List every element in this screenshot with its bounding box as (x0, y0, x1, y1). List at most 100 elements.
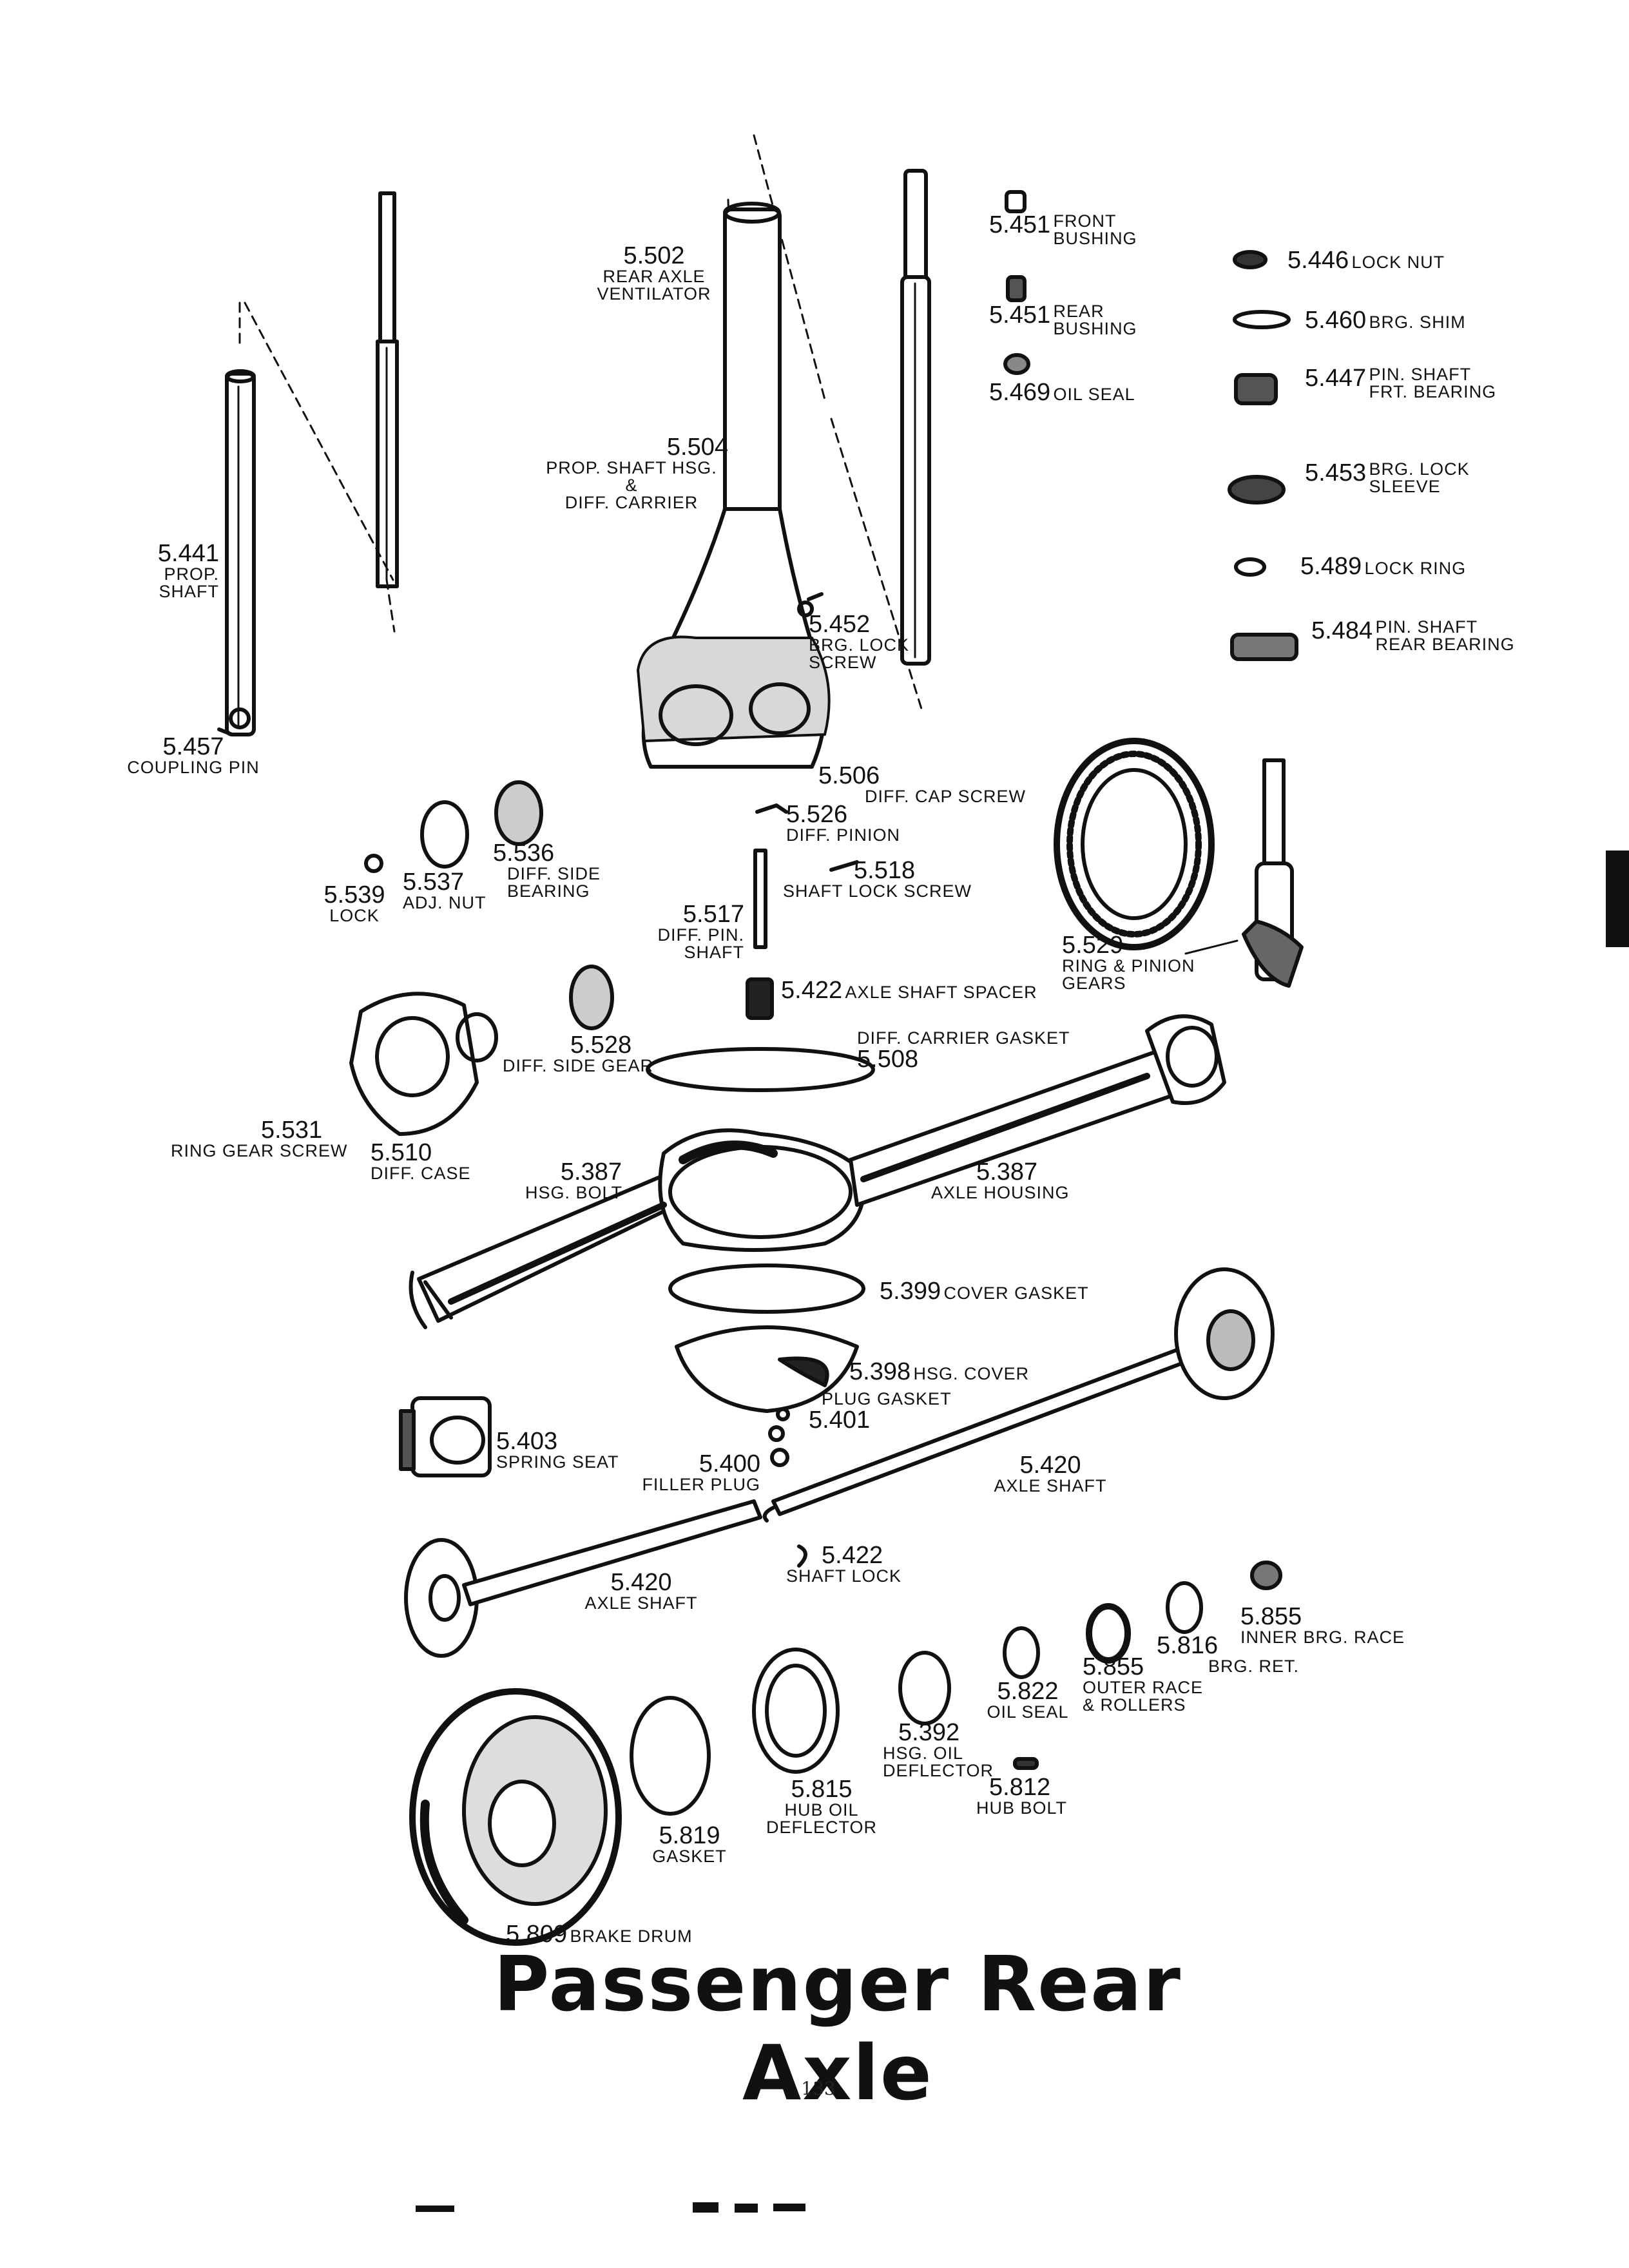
part-number: 5.537 (403, 869, 465, 896)
part-number: 5.526 (786, 801, 848, 828)
part-number: 5.469 (989, 379, 1051, 406)
part-label-diff-side-gear: 5.528 DIFF. SIDE GEAR (503, 1033, 683, 1075)
part-description: DIFF. CASE (371, 1164, 471, 1183)
part-description: HSG. OIL DEFLECTOR (883, 1744, 994, 1780)
part-label-outer-race-rollers: 5.855 OUTER RACE & ROLLERS (1083, 1655, 1224, 1714)
part-description: GASKET (652, 1847, 727, 1866)
part-label-brg-shim: 5.460 BRG. SHIM (1305, 308, 1518, 332)
long-shaft-drawing (900, 169, 931, 666)
part-label-axle-shaft-left: 5.420 AXLE SHAFT (577, 1570, 706, 1612)
part-description: INNER BRG. RACE (1240, 1628, 1405, 1647)
part-label-shaft-lock: 5.422 SHAFT LOCK (786, 1543, 928, 1585)
part-label-hsg-oil-deflector: 5.392 HSG. OIL DEFLECTOR (876, 1720, 1005, 1780)
scan-bottom-mark (735, 2204, 758, 2213)
part-number: 5.401 (809, 1407, 871, 1434)
part-description: PROP. SHAFT (159, 564, 219, 601)
ring-and-pinion-drawing (1054, 738, 1304, 988)
part-number: 5.855 (1083, 1653, 1144, 1680)
part-number: 5.387 (560, 1158, 622, 1186)
part-label-hsg-cover: 5.398 HSG. COVER (849, 1360, 1081, 1384)
left-axle-shaft-drawing (404, 1499, 807, 1658)
part-label-prop-shaft-housing: 5.504 PROP. SHAFT HSG. & DIFF. CARRIER (535, 435, 728, 512)
part-number: 5.510 (371, 1139, 432, 1166)
part-label-spring-seat: 5.403 SPRING SEAT (496, 1429, 651, 1471)
cover-drawing (668, 1264, 865, 1467)
part-description: OIL SEAL (987, 1702, 1069, 1722)
part-label-oil-seal-hub: 5.822 OIL SEAL (973, 1679, 1083, 1721)
part-description: OIL SEAL (1053, 385, 1135, 404)
part-number: 5.529 (1062, 932, 1124, 959)
page-title: Passenger Rear Axle (494, 1939, 1182, 2117)
part-description: DIFF. SIDE GEAR (503, 1056, 654, 1075)
part-label-brg-ret: 5.816 BRG. RET. (1157, 1632, 1300, 1676)
part-label-diff-cap-screw: 5.506 DIFF. CAP SCREW (818, 764, 1050, 805)
part-number: 5.508 (857, 1046, 919, 1073)
part-number: 5.451 (989, 211, 1051, 239)
part-number: 5.457 (162, 733, 224, 760)
part-label-brake-drum: 5.809 BRAKE DRUM (506, 1922, 738, 1946)
part-number: 5.506 (818, 762, 880, 789)
part-label-plug-gasket: PLUG GASKET 5.401 (809, 1389, 976, 1434)
part-description: HSG. BOLT (525, 1183, 623, 1202)
part-description: FRONT BUSHING (1053, 211, 1137, 248)
part-number: 5.489 (1300, 553, 1362, 580)
part-description: BRAKE DRUM (570, 1927, 693, 1946)
part-number: 5.447 (1305, 365, 1367, 392)
part-description: BRG. RET. (1208, 1657, 1300, 1676)
part-description: LOCK RING (1364, 559, 1467, 578)
hub-parts-drawing (630, 1561, 1282, 1816)
part-label-brg-lock-sleeve: 5.453 BRG. LOCK SLEEVE (1305, 461, 1518, 495)
part-number: 5.387 (976, 1158, 1038, 1186)
part-label-pin-shaft-frt-bearing: 5.447 PIN. SHAFT FRT. BEARING (1305, 366, 1550, 401)
part-number: 5.422 (822, 1542, 883, 1569)
part-description: DIFF. PIN. SHAFT (657, 925, 744, 962)
part-label-rear-axle-ventilator: 5.502 REAR AXLE VENTILATOR (580, 244, 728, 303)
part-number: 5.441 (157, 540, 219, 567)
part-label-inner-brg-race: 5.855 INNER BRG. RACE (1240, 1604, 1434, 1646)
spring-seat-drawing (399, 1396, 492, 1477)
part-label-diff-carrier-gasket: DIFF. CARRIER GASKET 5.508 (857, 1030, 1102, 1072)
part-label-diff-pin-shaft: 5.517 DIFF. PIN. SHAFT (644, 902, 744, 961)
part-description: COVER GASKET (943, 1283, 1089, 1303)
part-number: 5.484 (1311, 617, 1373, 645)
part-description: DIFF. PINION (786, 825, 901, 845)
part-number: 5.539 (323, 881, 385, 908)
part-description: SHAFT LOCK (786, 1566, 902, 1586)
part-number: 5.815 (791, 1776, 853, 1803)
part-label-ring-and-pinion-gears: 5.529 RING & PINION GEARS (1062, 933, 1242, 992)
prop-shaft-drawing (217, 191, 399, 736)
brake-drum-drawing (409, 1688, 622, 1946)
part-number: 5.504 (666, 434, 728, 461)
part-description: REAR AXLE VENTILATOR (597, 267, 711, 303)
part-label-pin-shaft-rear-bearing: 5.484 PIN. SHAFT REAR BEARING (1311, 619, 1595, 653)
part-number: 5.855 (1240, 1603, 1302, 1630)
part-description: RING & PINION GEARS (1062, 956, 1195, 993)
part-label-filler-plug: 5.400 FILLER PLUG (638, 1452, 760, 1494)
part-number: 5.531 (261, 1117, 323, 1144)
part-number: 5.446 (1287, 247, 1349, 274)
part-label-prop-shaft: 5.441 PROP. SHAFT (129, 541, 219, 601)
part-label-shaft-lock-screw: 5.518 SHAFT LOCK SCREW (783, 858, 1015, 900)
part-description: FILLER PLUG (642, 1475, 760, 1494)
page-number: 133 (801, 2078, 836, 2099)
part-number: 5.819 (659, 1822, 720, 1849)
part-description: OUTER RACE & ROLLERS (1083, 1678, 1204, 1715)
part-number: 5.816 (1157, 1632, 1219, 1659)
part-number: 5.422 (781, 977, 843, 1004)
part-description: DIFF. SIDE BEARING (507, 864, 601, 901)
scan-bottom-mark (693, 2202, 718, 2213)
part-description: DIFF. CARRIER GASKET (857, 1028, 1070, 1048)
part-description: AXLE SHAFT (994, 1476, 1107, 1495)
part-label-ring-gear-screw: 5.531 RING GEAR SCREW (171, 1118, 377, 1160)
part-description: AXLE SHAFT (584, 1593, 698, 1613)
part-number: 5.451 (989, 302, 1051, 329)
part-description: SPRING SEAT (496, 1452, 619, 1472)
part-label-rear-bushing: 5.451 REAR BUSHING (989, 303, 1202, 338)
part-description: PLUG GASKET (822, 1389, 952, 1408)
part-description: SHAFT LOCK SCREW (783, 881, 972, 901)
part-number: 5.502 (623, 242, 685, 269)
part-description: PIN. SHAFT REAR BEARING (1375, 617, 1515, 654)
part-description: DIFF. CAP SCREW (865, 787, 1027, 806)
part-number: 5.420 (610, 1569, 672, 1596)
